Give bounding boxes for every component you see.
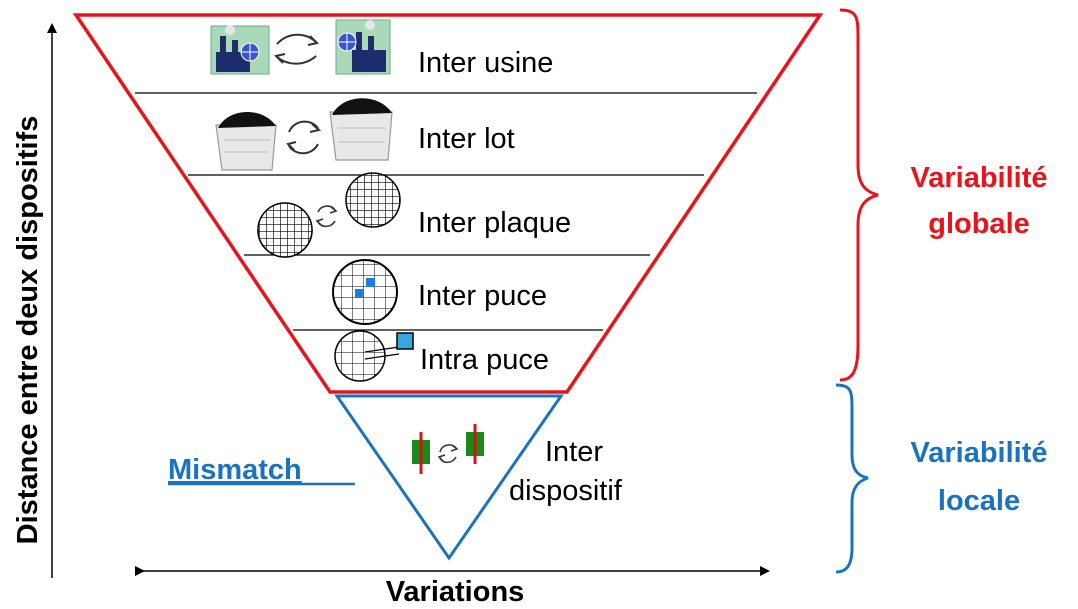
level-label-inter-lot: Inter lot	[418, 123, 515, 155]
local-label-line2: dispositif	[509, 475, 623, 507]
local-variability-line2: locale	[938, 485, 1020, 517]
wafer-lot-box-icon	[329, 98, 393, 161]
die-grid-icon	[332, 259, 398, 325]
global-variability-funnel	[72, 13, 824, 394]
local-label-line1: Inter	[545, 436, 603, 468]
factory-icon	[210, 25, 270, 75]
die-zoom-icon	[334, 330, 414, 382]
level-label-intra-puce: Intra puce	[420, 344, 549, 376]
factory-icon	[335, 19, 391, 75]
global-bracket	[839, 8, 879, 382]
mismatch-link[interactable]: Mismatch	[168, 454, 302, 486]
wafer-icon	[257, 202, 313, 258]
exchange-arrows-icon	[286, 120, 322, 155]
exchange-arrows-icon	[274, 33, 319, 65]
local-bracket	[835, 383, 869, 574]
wafer-lot-box-icon	[215, 111, 277, 171]
x-axis-label: Variations	[386, 576, 525, 608]
exchange-arrows-icon	[315, 205, 338, 228]
local-variability-line1: Variabilité	[910, 437, 1047, 469]
global-variability-line1: Variabilité	[910, 162, 1047, 194]
global-variability-line2: globale	[928, 208, 1030, 240]
wafer-icon	[345, 172, 401, 228]
y-axis-label: Distance entre deux dispositifs	[12, 116, 44, 545]
local-variability-triangle	[334, 394, 564, 561]
level-label-inter-usine: Inter usine	[418, 47, 553, 79]
level-label-inter-plaque: Inter plaque	[418, 207, 571, 239]
level-label-inter-puce: Inter puce	[418, 280, 547, 312]
transistor-pair-icon	[412, 424, 484, 474]
